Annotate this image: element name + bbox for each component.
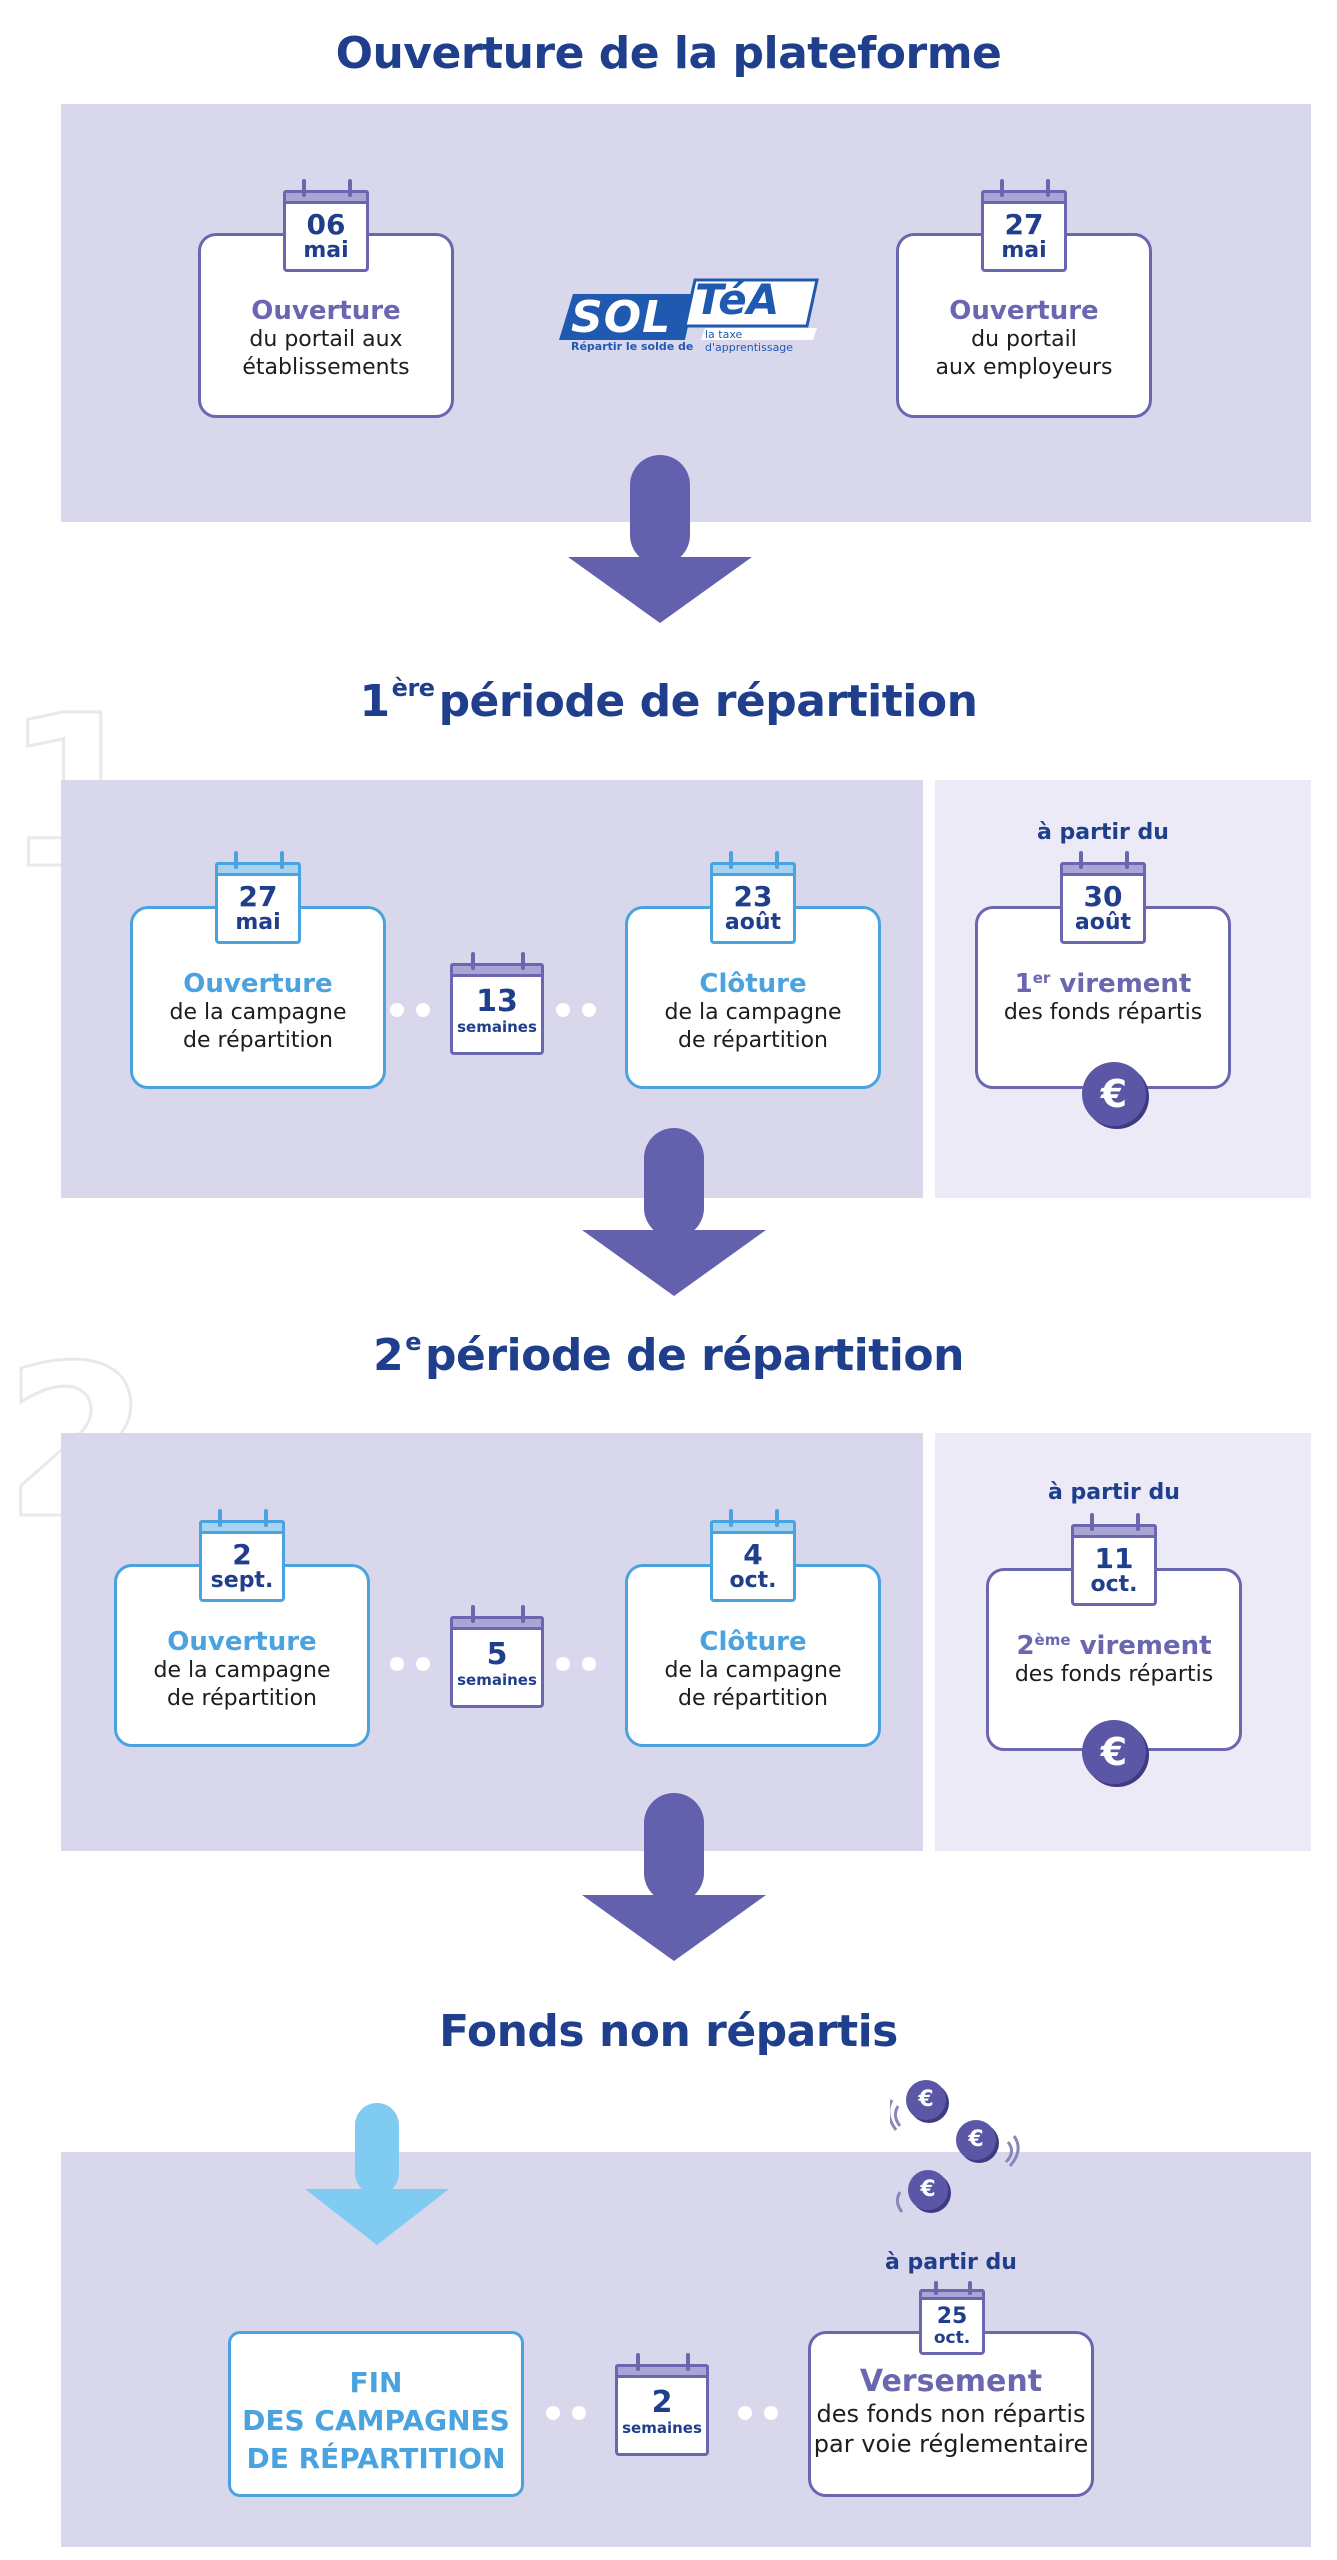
arrow-down-icon <box>582 1793 766 1961</box>
from-label: à partir du <box>1037 820 1169 845</box>
falling-coins: € € € <box>890 2070 1020 2220</box>
euro-coin-icon: € <box>908 2170 948 2210</box>
arrow-down-icon <box>568 455 752 623</box>
euro-coin-icon: € <box>1082 1062 1146 1126</box>
calendar-icon: 4 oct. <box>710 1509 796 1602</box>
card-lead: Ouverture <box>949 296 1099 326</box>
dots-connector <box>390 1657 430 1671</box>
logo-tagline: Répartir le solde de <box>571 340 694 353</box>
logo-sol: SOL <box>571 292 672 343</box>
logo-tagline: la taxe d'apprentissage <box>705 328 794 354</box>
calendar-icon: 30 août <box>1060 851 1146 944</box>
card-line: aux employeurs <box>935 355 1113 380</box>
calendar-icon: 25 oct. <box>919 2281 985 2355</box>
soltea-logo: SOL TéA Répartir le solde de la taxe d'a… <box>555 272 820 354</box>
calendar-icon: 06 mai <box>283 179 369 272</box>
card-line: du portail aux <box>249 327 403 352</box>
dots-connector <box>556 1003 596 1017</box>
euro-coin-icon: € <box>956 2120 996 2160</box>
dots-connector <box>738 2406 778 2420</box>
logo-tea: TéA <box>695 275 780 324</box>
duration-calendar-icon: 13 semaines <box>450 952 544 1055</box>
euro-coin-icon: € <box>906 2080 946 2120</box>
card-line: du portail <box>971 327 1077 352</box>
dots-connector <box>390 1003 430 1017</box>
card-lead: Ouverture <box>251 296 401 326</box>
from-label: à partir du <box>1048 1480 1180 1505</box>
section2-title: 1èrepériode de répartition <box>359 674 978 727</box>
versement-card: Versement des fonds non répartis par voi… <box>808 2331 1094 2497</box>
calendar-icon: 27 mai <box>981 179 1067 272</box>
arrow-down-icon <box>582 1128 766 1296</box>
calendar-icon: 2 sept. <box>199 1509 285 1602</box>
dashed-separator <box>923 780 935 1198</box>
dots-connector <box>556 1657 596 1671</box>
arrow-down-light-icon <box>305 2103 449 2245</box>
calendar-icon: 11 oct. <box>1071 1513 1157 1606</box>
section3-title: 2epériode de répartition <box>373 1328 964 1381</box>
card-line: établissements <box>242 355 410 380</box>
calendar-icon: 23 août <box>710 851 796 944</box>
from-label: à partir du <box>885 2250 1017 2275</box>
duration-calendar-icon: 5 semaines <box>450 1605 544 1708</box>
duration-calendar-icon: 2 semaines <box>615 2353 709 2456</box>
section1-title: Ouverture de la plateforme <box>335 28 1002 79</box>
euro-coin-icon: € <box>1082 1720 1146 1784</box>
end-campaigns-card: FIN DES CAMPAGNES DE RÉPARTITION <box>228 2331 524 2497</box>
dashed-separator <box>923 1433 935 1851</box>
section4-title: Fonds non répartis <box>439 2006 898 2057</box>
calendar-icon: 27 mai <box>215 851 301 944</box>
dots-connector <box>546 2406 586 2420</box>
